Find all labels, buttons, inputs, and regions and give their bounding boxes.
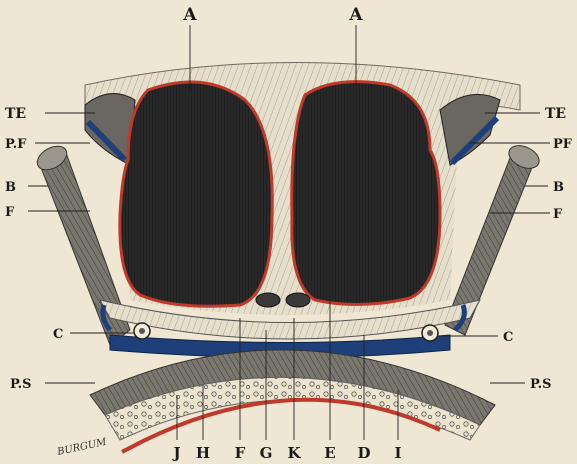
label-a-right: A <box>348 5 363 25</box>
label-bottom-d: D <box>357 444 370 462</box>
label-pf-right: PF <box>553 137 573 152</box>
label-te-left: TE <box>5 106 26 122</box>
label-b-right: B <box>553 180 564 195</box>
central-node-left <box>256 293 280 307</box>
engraver-signature: BURGUM <box>55 437 108 459</box>
label-ps-left: P.S <box>10 377 32 392</box>
right-artery-a <box>292 82 440 305</box>
left-artery-a <box>120 82 272 306</box>
label-f-right: F <box>553 207 563 222</box>
label-ps-right: P.S <box>530 377 552 392</box>
label-bottom-i: I <box>394 444 401 462</box>
label-bottom-g: G <box>260 444 273 462</box>
label-c-left: C <box>53 327 63 342</box>
label-a-left: A <box>182 5 197 25</box>
label-bottom-e: E <box>324 444 335 462</box>
label-f-left: F <box>5 205 15 220</box>
label-bottom-j: J <box>171 444 180 462</box>
label-bottom-h: H <box>196 444 210 462</box>
label-bottom-f: F <box>235 444 246 462</box>
central-node-right <box>286 293 310 307</box>
right-te-pocket <box>440 94 500 165</box>
label-bottom-k: K <box>287 444 301 462</box>
bottom-labels: J H F G K E D I <box>171 444 401 462</box>
label-c-right: C <box>503 330 513 345</box>
label-pf-left: P.F <box>5 137 27 152</box>
label-te-right: TE <box>545 106 566 122</box>
label-b-left: B <box>5 180 16 195</box>
